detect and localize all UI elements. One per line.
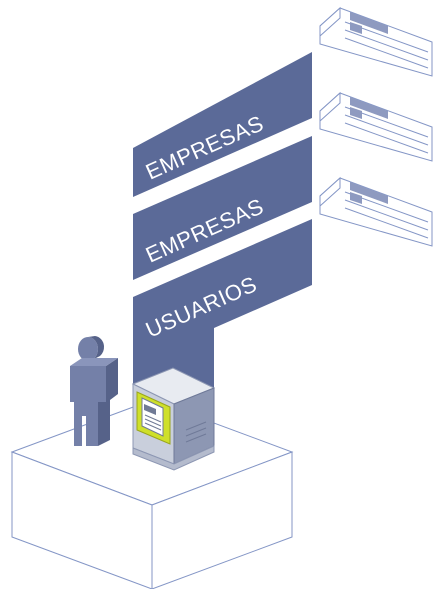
band-stack: EMPRESAS EMPRESAS USUARIOS — [133, 52, 312, 400]
server-icon — [131, 367, 216, 471]
person-icon — [70, 336, 118, 446]
band-empresas-2 — [133, 136, 312, 280]
band-usuarios — [133, 219, 312, 400]
document-icon — [319, 6, 433, 77]
band-empresas-1 — [133, 52, 312, 197]
document-icon — [141, 397, 164, 437]
document-icon — [319, 91, 433, 162]
document-icon — [319, 176, 433, 247]
